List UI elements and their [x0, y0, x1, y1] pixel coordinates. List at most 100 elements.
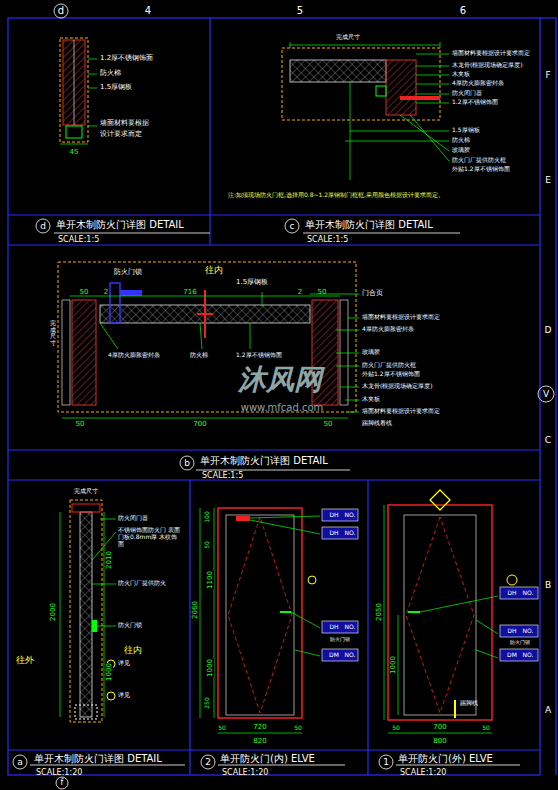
marker-text: 6 [460, 5, 466, 17]
annotation-text: 防火闭门器 [452, 90, 482, 97]
marker-text: NO. [345, 530, 356, 537]
annotation-text: 单开木制防火门详图 DETAIL [56, 219, 184, 231]
annotation-text: 单开防火门(内) ELVE [220, 753, 315, 765]
annotation-text: 墙面材料要根据 [100, 119, 149, 127]
dimension-text: 50 [318, 288, 327, 296]
annotation-text: 单开木制防火门详图 DETAIL [34, 753, 162, 765]
dimension-text: 250 [204, 697, 211, 708]
annotation-text: 防火门锁 [118, 622, 142, 629]
marker-text: A [545, 705, 551, 715]
marker-text: 完成尺寸 [336, 34, 360, 41]
marker-text: 1 [383, 757, 389, 767]
annotation-text: 单开木制防火门详图 DETAIL [305, 219, 433, 231]
annotation-text: 防火闭门器 [118, 515, 148, 522]
marker-text: NO. [523, 652, 534, 659]
dimension-text: 50 [76, 420, 85, 428]
annotation-text: 完成尺寸 [50, 320, 56, 346]
marker-text: V [543, 389, 549, 399]
annotation-text: SCALE:1:5 [58, 235, 99, 244]
annotation-text: 1.5厚钢板 [236, 278, 268, 286]
dimension-text: 2 [104, 288, 108, 296]
marker-text: C [545, 435, 551, 445]
annotation-text: 防火门厂提供防火框 [452, 157, 506, 164]
marker-text: DH [329, 624, 338, 631]
marker-text: NO. [345, 652, 356, 659]
annotation-text: 1.2厚不锈钢饰面 [236, 352, 282, 359]
annotation-text: 往内 [124, 645, 142, 655]
marker-text: DH [329, 512, 338, 519]
annotation-text: 详见 [118, 660, 130, 667]
annotation-text: 1.5厚钢板 [100, 83, 132, 91]
marker-text: NO. [345, 624, 356, 631]
dimension-text: 50 [80, 288, 89, 296]
dimension-text: 700 [433, 723, 446, 731]
annotation-text: SCALE:1:20 [400, 768, 446, 777]
annotation-text: 木龙骨(根据现场确定厚度) [362, 383, 433, 390]
annotation-text: 往内 [205, 265, 223, 275]
dimension-text: 45 [70, 148, 79, 156]
marker-text: d [40, 221, 46, 231]
marker-text: E [545, 175, 551, 185]
dimension-text: 700 [193, 420, 206, 428]
marker-text: 4 [145, 5, 151, 17]
annotation-text: 单开防火门(外) ELVE [398, 753, 493, 765]
marker-text: 完成尺寸 [74, 488, 98, 495]
marker-text: DH [507, 590, 516, 597]
marker-text: 5 [297, 5, 303, 17]
annotation-text: 防火棉 [452, 137, 470, 144]
annotation-text: 详见 [118, 692, 130, 699]
annotation-text: 不锈钢饰面防火门 表面门板0.8mm厚 木纹饰面 [118, 527, 182, 548]
annotation-text: 木夹板 [452, 71, 470, 78]
dimension-text: 716 [183, 288, 196, 296]
annotation-text: 外贴1.2厚不锈钢饰面 [362, 371, 420, 378]
marker-text: F [545, 70, 550, 80]
marker-text: www.mfcad.com [241, 402, 324, 414]
annotation-text: 1.2厚不锈钢饰面 [452, 99, 498, 106]
dimension-text: 50 [482, 725, 490, 732]
dimension-text: 1000 [389, 656, 397, 674]
annotation-text: 防火门锁 [114, 268, 142, 276]
annotation-text: 4厚防火膨胀密封条 [362, 326, 414, 333]
marker-text: c [290, 221, 295, 231]
marker-text: a [17, 757, 23, 767]
marker-text: 防火门锁 [510, 640, 530, 646]
marker-text: DM [329, 652, 339, 659]
dimension-text: 50 [392, 725, 400, 732]
dimension-text: 2000 [49, 603, 57, 621]
annotation-text: 玻璃胶 [452, 147, 470, 154]
dimension-text: 1000 [105, 663, 113, 681]
marker-text: 沐风网 [238, 364, 322, 396]
dimension-text: 1000 [206, 659, 214, 677]
annotation-text: 防火棉 [100, 69, 121, 77]
dimension-text: 50 [218, 725, 226, 732]
dimension-text: 1100 [206, 571, 214, 589]
annotation-text: 设计要求而定 [100, 130, 142, 138]
annotation-text: 木龙骨(根据现场确定厚度) [452, 62, 523, 69]
marker-text: 防火门锁 [330, 637, 350, 643]
annotation-text: 防火棉 [190, 352, 208, 359]
annotation-text: 4厚防火膨胀密封条 [452, 80, 504, 87]
marker-text: NO. [523, 628, 534, 635]
annotation-text: 单开木制防火门详图 DETAIL [200, 455, 328, 467]
dimension-text: 2050 [375, 603, 383, 621]
annotation-text: 墙面材料要根据设计要求而定 [362, 314, 440, 321]
annotation-text: 墙面材料要根据设计要求而定 [452, 50, 530, 57]
annotation-text: SCALE:1:5 [307, 235, 348, 244]
annotation-text: 门合页 [362, 289, 383, 297]
annotation-text: 1.2厚不锈钢饰面 [100, 54, 153, 62]
dimension-text: 800 [433, 737, 446, 745]
dimension-text: 50 [204, 541, 211, 549]
marker-text: DM [507, 652, 517, 659]
marker-text: B [545, 580, 551, 590]
dimension-text: 2 [298, 288, 302, 296]
annotation-text: 防火门厂提供防火框 [362, 362, 416, 369]
marker-text: NO. [523, 590, 534, 597]
annotation-text: 外贴1.2厚不锈钢饰面 [452, 166, 510, 173]
annotation-text: 木夹板 [362, 396, 380, 403]
annotation-text: 墙面材料要根据设计要求而定 [362, 408, 440, 415]
annotation-text: 往外 [16, 655, 34, 665]
marker-text: f [61, 778, 64, 787]
marker-text: d [58, 5, 64, 17]
annotation-text: 踢脚线 [460, 700, 478, 707]
annotation-text: 玻璃胶 [362, 349, 380, 356]
